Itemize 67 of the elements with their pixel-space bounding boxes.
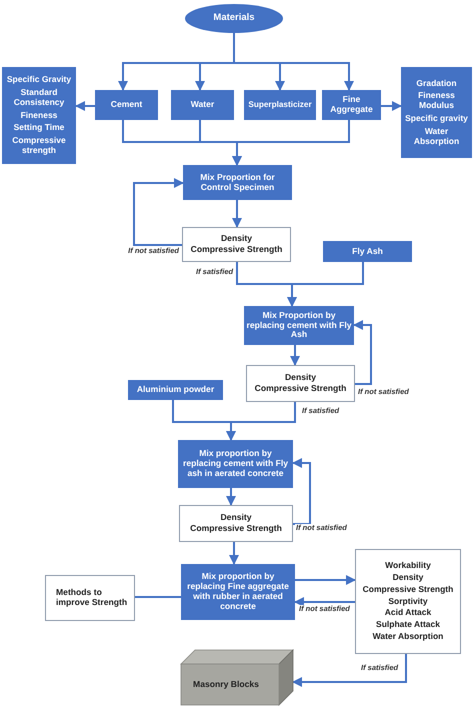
box-label: Superplasticizer [248, 100, 312, 110]
box-label: Methods to improve Strength [56, 588, 128, 608]
arrow [226, 488, 236, 506]
property-label: Compressive Strength [362, 584, 454, 595]
property-list-box [2, 67, 76, 164]
test-box [179, 505, 293, 542]
arrow [287, 262, 364, 307]
box-label: Density [220, 513, 252, 523]
box-label: Mix proportion by replacing Fine aggregate with rubber in aerated concrete [186, 572, 290, 612]
property-label: Sulphate Attack [376, 620, 440, 630]
property-label: Density [392, 573, 424, 583]
arrow [292, 654, 407, 687]
box-label: Aluminium powder [136, 385, 214, 395]
process-box [171, 90, 234, 120]
process-box [128, 380, 223, 400]
box-label: Fine Aggregate [329, 95, 374, 115]
arrow [172, 400, 236, 441]
box-label: Mix Proportion by replacing cement with Fly Ash [246, 310, 352, 340]
property-label: Standard Consistency [12, 88, 66, 108]
box-label: Mix proportion by replacing cement with Fly ash in aerated concrete [182, 449, 290, 479]
arrow [295, 575, 356, 585]
property-label: Water Absorption [412, 126, 460, 146]
property-label: Specific Gravity [6, 75, 72, 86]
process-box [178, 440, 293, 488]
process-box [244, 90, 316, 120]
test-box [246, 365, 355, 402]
arrow [75, 101, 95, 111]
arrow [133, 178, 184, 246]
box-label: Fly Ash [352, 246, 383, 256]
arrow [294, 597, 355, 607]
box-label: Water [190, 100, 214, 110]
property-label: Workability [385, 561, 431, 572]
box-label: Density [284, 373, 316, 383]
property-label: Fineness [20, 110, 58, 120]
start-ellipse [185, 4, 283, 33]
property-label: Compressive strength [11, 136, 67, 156]
process-box [322, 90, 381, 120]
test-list-box [355, 549, 461, 654]
box-label: Compressive Strength [190, 245, 282, 255]
box-label: Masonry Blocks [193, 678, 260, 690]
box-label: Compressive Strength [254, 384, 346, 394]
box-label: Cement [110, 100, 142, 110]
property-label: Setting Time [14, 123, 64, 134]
arrow [353, 320, 372, 385]
box-label: Mix Proportion for Control Specimen [199, 172, 276, 192]
process-box [323, 241, 412, 262]
box-label: Compressive Strength [190, 524, 282, 534]
test-box [182, 227, 291, 262]
process-box [183, 165, 292, 200]
arrow [232, 200, 242, 228]
box-label: Density [220, 234, 252, 244]
process-box [95, 90, 158, 120]
property-label: Acid Attack [384, 608, 432, 618]
property-list-box [401, 67, 472, 158]
property-label: Gradation [416, 78, 457, 88]
arrow [232, 120, 350, 166]
arrow [229, 542, 239, 565]
property-label: Water Absorption [372, 632, 444, 642]
property-label: Sorptivity [388, 596, 428, 606]
arrow [292, 458, 311, 525]
process-box [181, 564, 295, 620]
arrow [381, 101, 402, 111]
arrow [290, 345, 300, 366]
property-label: Specific gravity [405, 114, 468, 124]
note-box [45, 575, 135, 621]
property-label: Fineness Modulus [417, 91, 456, 111]
box-label: Materials [213, 13, 255, 24]
